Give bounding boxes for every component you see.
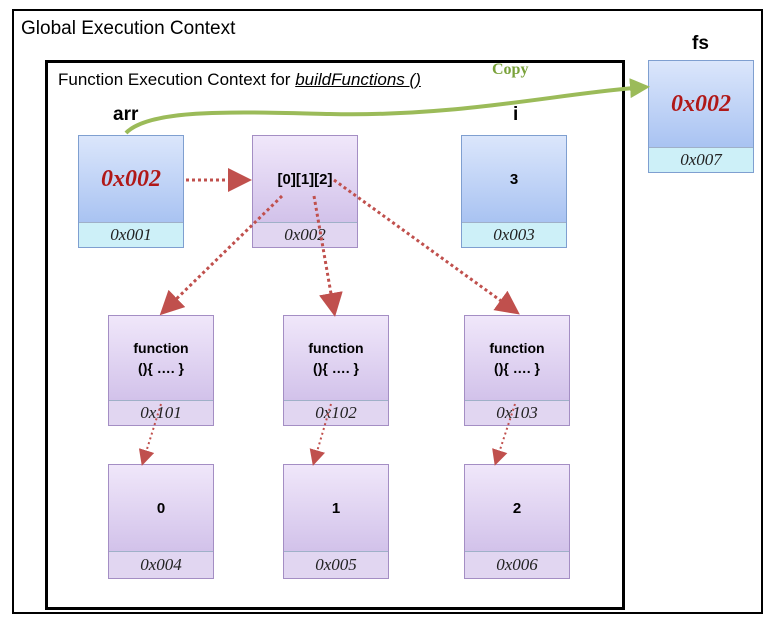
i-address: 0x003: [462, 222, 566, 247]
number-0-value: 0: [109, 465, 213, 551]
arrow-function-1-to-number-1: [309, 403, 332, 466]
memory-cell-i: 3 0x003: [461, 135, 567, 248]
arr-address: 0x001: [79, 222, 183, 247]
array-address: 0x002: [253, 222, 357, 247]
function-0-value: function (){ …. }: [109, 316, 213, 400]
function-context-title: Function Execution Context for buildFunc…: [58, 70, 421, 90]
arrow-array-to-function-2: [333, 178, 520, 315]
fs-value: 0x002: [649, 61, 753, 147]
memory-cell-array: [0][1][2] 0x002: [252, 135, 358, 248]
memory-cell-number-2: 2 0x006: [464, 464, 570, 579]
function-2-line1: function: [489, 340, 545, 356]
array-value: [0][1][2]: [253, 136, 357, 222]
number-1-value: 1: [284, 465, 388, 551]
memory-cell-function-1: function (){ …. } 0x102: [283, 315, 389, 426]
function-1-value: function (){ …. }: [284, 316, 388, 400]
number-2-value: 2: [465, 465, 569, 551]
number-0-address: 0x004: [109, 551, 213, 578]
memory-cell-number-1: 1 0x005: [283, 464, 389, 579]
memory-cell-fs: 0x002 0x007: [648, 60, 754, 173]
arr-value: 0x002: [79, 136, 183, 222]
function-name: buildFunctions (): [295, 70, 421, 89]
arr-label: arr: [113, 104, 139, 125]
fs-address: 0x007: [649, 147, 753, 172]
number-2-address: 0x006: [465, 551, 569, 578]
global-context-title: Global Execution Context: [21, 18, 236, 39]
memory-cell-function-2: function (){ …. } 0x103: [464, 315, 570, 426]
function-1-line2: (){ …. }: [313, 360, 359, 376]
arrow-array-to-function-0: [159, 194, 284, 316]
copy-label: Copy: [492, 61, 529, 78]
function-2-line2: (){ …. }: [494, 360, 540, 376]
memory-cell-arr: 0x002 0x001: [78, 135, 184, 248]
number-1-address: 0x005: [284, 551, 388, 578]
function-execution-context: [45, 60, 625, 610]
arrow-array-to-function-1: [312, 195, 343, 317]
function-0-line2: (){ …. }: [138, 360, 184, 376]
function-0-line1: function: [133, 340, 189, 356]
i-label: i: [513, 104, 519, 125]
function-context-title-prefix: Function Execution Context for: [58, 70, 296, 89]
memory-cell-function-0: function (){ …. } 0x101: [108, 315, 214, 426]
function-1-line1: function: [308, 340, 364, 356]
function-1-address: 0x102: [284, 400, 388, 425]
fs-label: fs: [692, 33, 709, 54]
arrow-function-0-to-number-0: [138, 403, 162, 466]
global-execution-context: [12, 9, 763, 614]
copy-arrow: [124, 78, 650, 135]
i-value: 3: [462, 136, 566, 222]
function-2-value: function (){ …. }: [465, 316, 569, 400]
function-2-address: 0x103: [465, 400, 569, 425]
memory-cell-number-0: 0 0x004: [108, 464, 214, 579]
arrow-function-2-to-number-2: [492, 403, 516, 466]
